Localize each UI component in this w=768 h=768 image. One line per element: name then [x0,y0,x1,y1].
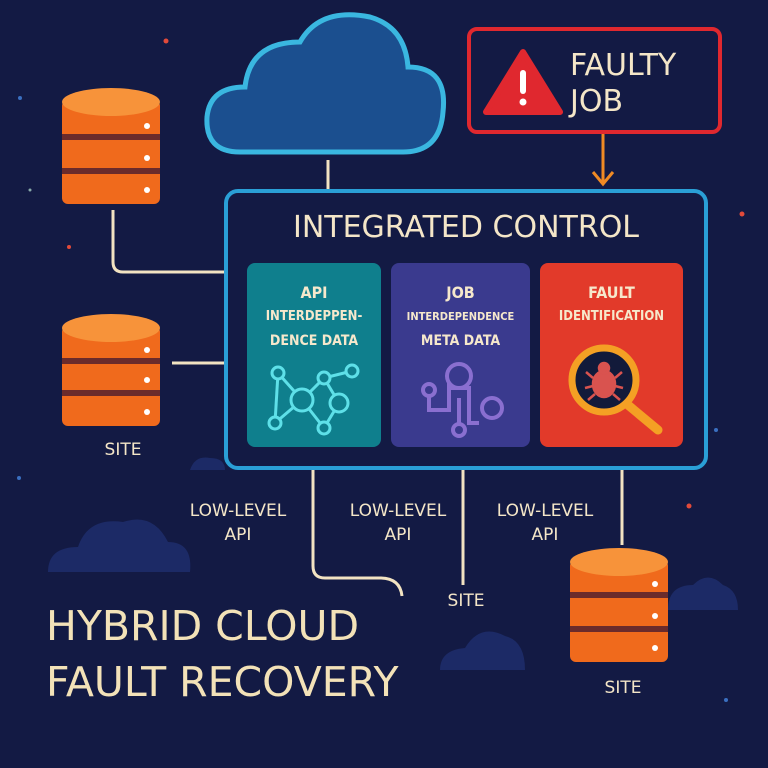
database-icon [62,314,160,426]
cloud-icon [204,12,447,155]
panel-api-interdependence: API INTERDEPPEN- DENCE DATA [247,263,381,447]
api-label-line: API [384,525,412,545]
site-label: SITE [604,678,642,698]
api-label: LOW-LEVEL API [328,499,468,547]
panel-text: INTERDEPENDENCE [406,310,515,323]
stars [17,38,745,702]
site-label: SITE [447,591,485,611]
bug-magnifier-icon [568,344,663,435]
api-label-line: LOW-LEVEL [496,501,594,521]
api-label-line: LOW-LEVEL [349,501,447,521]
faulty-job-label: FAULTY JOB [570,48,676,120]
panel-text: INTERDEPPEN- [265,309,363,324]
api-label: LOW-LEVEL API [168,499,308,547]
control-title: INTEGRATED CONTROL [292,210,640,245]
panel-text: DENCE DATA [269,333,359,349]
panel-fault-identification: FAULT IDENTIFICATION [540,263,683,447]
page-title: HYBRID CLOUD FAULT RECOVERY [46,598,399,710]
title-line: HYBRID CLOUD [46,602,360,650]
api-label-line: API [531,525,559,545]
arrow-icon [591,133,615,187]
title-line: FAULT RECOVERY [46,658,399,706]
database-icon [62,88,160,204]
api-label-line: LOW-LEVEL [189,501,287,521]
api-label: LOW-LEVEL API [475,499,615,547]
panel-job-interdependence: JOB INTERDEPENDENCE META DATA [391,263,530,447]
panel-text: JOB [446,283,475,302]
network-graph-icon [267,363,360,436]
api-label-line: API [224,525,252,545]
database-icon [570,548,668,662]
site-label: SITE [104,440,142,460]
connector-lines [111,160,624,597]
panel-text: IDENTIFICATION [558,309,665,324]
panel-text: API [300,283,328,302]
workflow-icon [421,362,504,438]
background-clouds [48,457,738,670]
panel-text: META DATA [420,333,501,349]
panel-text: FAULT [588,283,635,302]
warning-icon [483,49,563,115]
faulty-job-line: FAULTY [570,48,677,83]
faulty-job-line: JOB [570,84,624,119]
